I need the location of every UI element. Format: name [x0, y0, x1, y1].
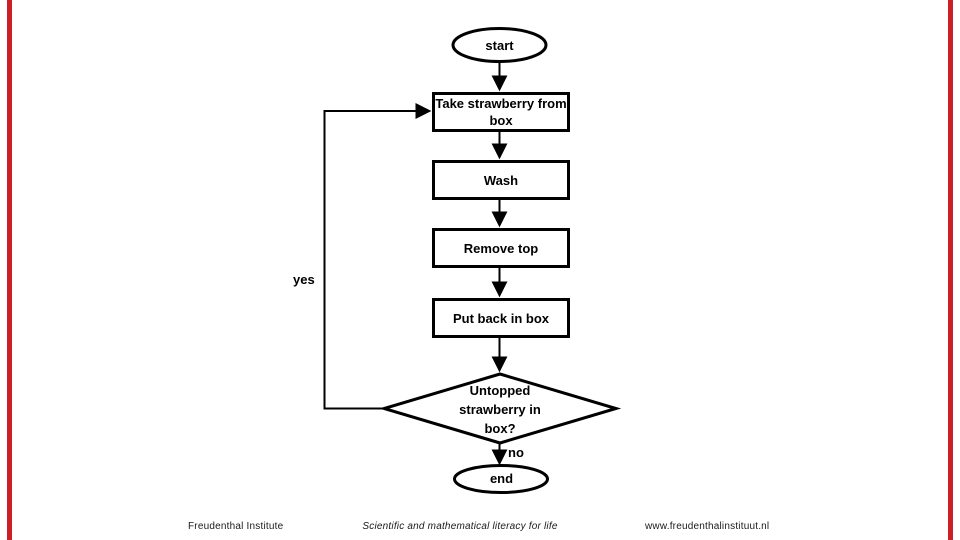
- footer-website: www.freudenthalinstituut.nl: [645, 521, 770, 532]
- start-terminator-shape: [451, 27, 548, 63]
- node-remove-top-label: Remove top: [463, 240, 539, 256]
- node-take-strawberry: Take strawberry from box: [432, 92, 570, 132]
- end-label: end: [489, 471, 514, 486]
- node-put-back: Put back in box: [432, 298, 570, 338]
- edge-yes-loop: [323, 103, 432, 410]
- start-label: start: [485, 38, 514, 53]
- node-wash-label: Wash: [483, 172, 519, 188]
- decision-label: Untopped strawberry in box?: [459, 383, 541, 436]
- node-put-back-label: Put back in box: [452, 310, 550, 326]
- footer-tagline: Scientific and mathematical literacy for…: [362, 521, 558, 532]
- node-wash: Wash: [432, 160, 570, 200]
- right-accent-bar: [948, 0, 953, 540]
- yes-branch-label: yes: [293, 272, 315, 287]
- left-accent-bar: [7, 0, 12, 540]
- footer-institute: Freudenthal Institute: [188, 521, 284, 532]
- end-terminator-shape: [453, 464, 549, 494]
- decision-diamond-shape: [378, 372, 622, 445]
- node-remove-top: Remove top: [432, 228, 570, 268]
- node-take-strawberry-label: Take strawberry from box: [435, 96, 567, 128]
- no-branch-label: no: [508, 445, 524, 460]
